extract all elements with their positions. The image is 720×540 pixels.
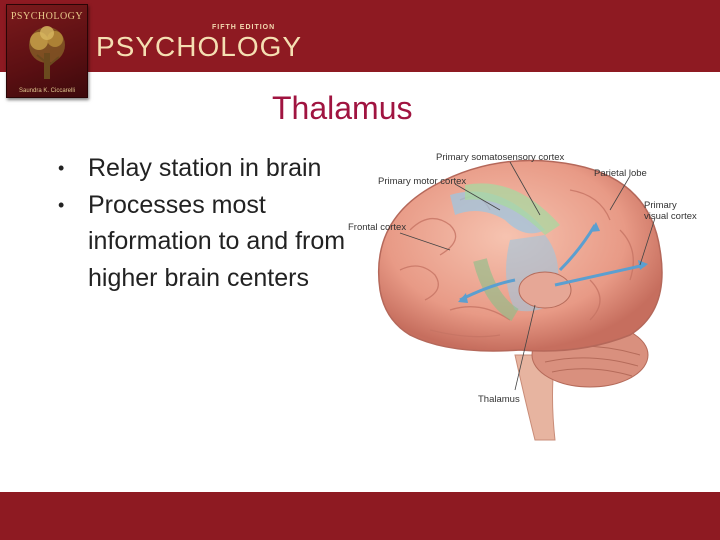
bullet-item: • Processes most information to and from… (56, 187, 346, 297)
edition-label: FIFTH EDITION (212, 24, 276, 31)
label-frontal-cortex: Frontal cortex (348, 222, 407, 233)
brain-diagram: Primary somatosensory cortex Primary mot… (340, 140, 710, 450)
slide-title: Thalamus (272, 90, 413, 126)
label-motor-cortex: Primary motor cortex (378, 176, 467, 187)
footer-band (0, 492, 720, 540)
bullet-dot-icon: • (58, 194, 65, 215)
cover-title: PSYCHOLOGY (10, 11, 84, 22)
header-band (0, 0, 720, 72)
brand-title: PSYCHOLOGY (96, 31, 303, 62)
cover-author: Saundra K. Ciccarelli (18, 88, 76, 94)
bullet-item: • Relay station in brain (56, 150, 346, 187)
brain-illustration (378, 159, 663, 441)
bullet-text: Relay station in brain (88, 154, 322, 182)
bullet-dot-icon: • (58, 158, 65, 178)
label-thalamus: Thalamus (478, 394, 520, 405)
bullet-list: • Relay station in brain • Processes mos… (56, 150, 346, 296)
label-somatosensory-cortex: Primary somatosensory cortex (436, 152, 565, 163)
label-parietal-lobe: Parietal lobe (594, 168, 647, 179)
tree-figure-icon (29, 26, 65, 79)
label-visual-cortex: Primary visual cortex (644, 200, 697, 222)
book-cover-image: PSYCHOLOGY Saundra K. Ciccarelli (6, 4, 88, 98)
bullet-text: Processes most information to and from h… (88, 190, 346, 292)
